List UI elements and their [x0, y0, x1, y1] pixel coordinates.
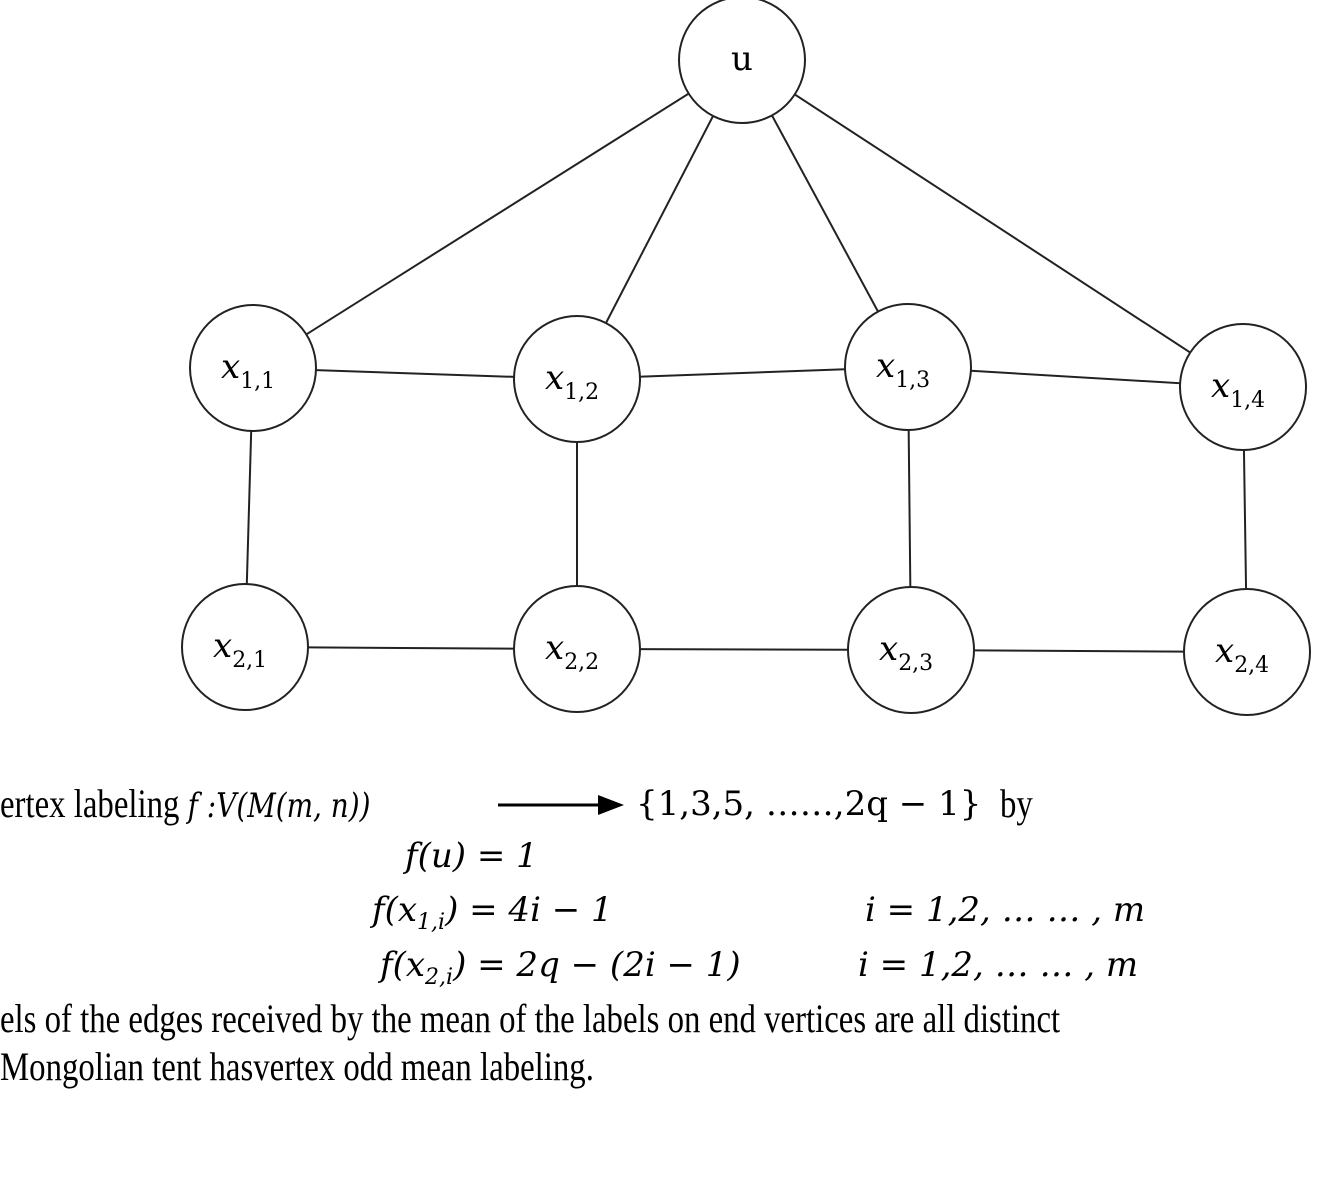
vertex-circle [189, 304, 317, 432]
edge-u-x14 [741, 59, 1244, 388]
vertex-circle [513, 585, 641, 713]
vertex-circle [513, 315, 641, 443]
paragraph-line-edges: els of the edges received by the mean of… [0, 996, 1061, 1041]
by-text: by [1000, 781, 1033, 826]
edge-u-x11 [252, 59, 743, 369]
arrow-icon [498, 795, 624, 815]
eq2-sub: 1,i [417, 909, 446, 935]
codomain-set: {1,3,5, ……,2q − 1} [636, 784, 982, 824]
equation-range-1: i = 1,2, … … , m [865, 890, 1146, 930]
labeling-text: ertex labeling [0, 781, 180, 826]
vertex-x11: x1,1 [189, 304, 317, 432]
vertex-x24: x2,4 [1183, 588, 1311, 716]
eq3-rhs: ) = 2q − (2i − 1) [453, 945, 741, 985]
equation-f-x1i: f(x1,i) = 4i − 1 [372, 890, 613, 935]
vertex-x13: x1,3 [844, 303, 972, 431]
vertex-x22: x2,2 [513, 585, 641, 713]
eq2-rhs: ) = 4i − 1 [445, 890, 613, 930]
vertex-circle [1179, 323, 1307, 451]
equation-range-2: i = 1,2, … … , m [858, 945, 1139, 985]
equation-f-u: f(u) = 1 [405, 836, 538, 876]
paragraph-line-conclusion: Mongolian tent hasvertex odd mean labeli… [0, 1044, 594, 1089]
vertex-x14: x1,4 [1179, 323, 1307, 451]
labeling-definition-line: ertex labeling f :V(M(m, n)) [0, 780, 370, 827]
vertex-circle [844, 303, 972, 431]
mongolian-tent-graph: u x1,1 x1,2 x1,3 x1,4 x2,1 x2,2 x2,3 x2,4 [181, 0, 1311, 716]
vertex-u: u [678, 0, 806, 124]
vertex-circle [847, 586, 975, 714]
vertex-label: x2,4 [1215, 631, 1269, 678]
equation-f-x2i: f(x2,i) = 2q − (2i − 1) [380, 945, 741, 990]
eq2-lhs: f(x [372, 890, 418, 930]
eq3-lhs: f(x [380, 945, 426, 985]
vertex-label: u [731, 39, 753, 79]
vertex-x23: x2,3 [847, 586, 975, 714]
vertex-x21: x2,1 [181, 583, 309, 711]
vertex-circle [678, 0, 806, 124]
map-expression: f :V(M(m, n)) [187, 786, 371, 826]
vertex-circle [181, 583, 309, 711]
vertex-x12: x1,2 [513, 315, 641, 443]
eq3-sub: 2,i [425, 964, 454, 990]
vertex-circle [1183, 588, 1311, 716]
